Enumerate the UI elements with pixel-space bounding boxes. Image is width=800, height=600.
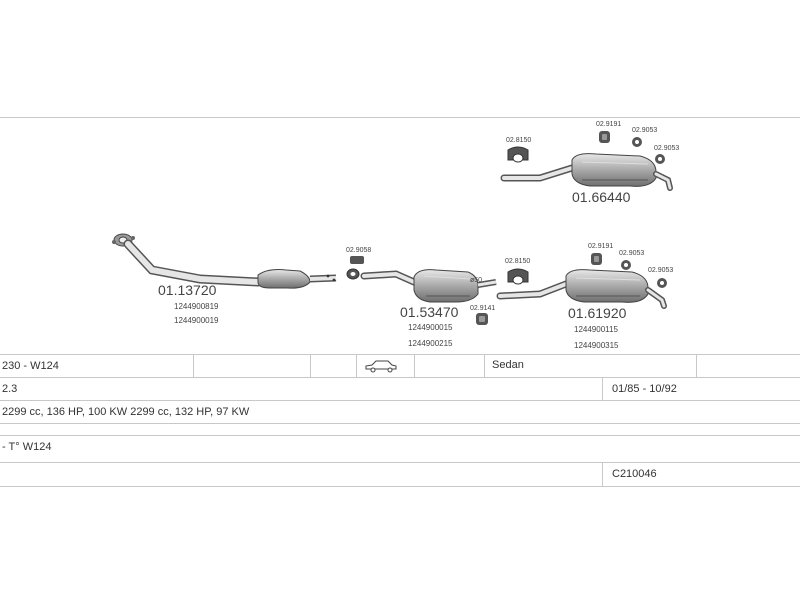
upper-hanger1-code: 02.9191	[596, 121, 621, 128]
upper-clamp-icon	[507, 146, 529, 163]
down-pipe-oem-2: 1244900019	[174, 316, 219, 325]
years-cell: 01/85 - 10/92	[612, 383, 677, 395]
center-hanger-icon	[350, 256, 364, 264]
diagram-top-border	[0, 117, 800, 118]
table-row-model: 230 - W124 Sedan	[0, 354, 800, 378]
upper-clamp-code: 02.8150	[506, 137, 531, 144]
down-pipe-part[interactable]: 01.13720 1244900819 1244900019	[112, 233, 337, 325]
center-diameter: ø50	[470, 277, 482, 284]
center-oem-1: 1244900015	[408, 323, 453, 332]
lower-clamp-icon	[507, 268, 529, 285]
model-cell: 230 - W124	[2, 360, 59, 372]
lower-hanger-icon	[591, 253, 602, 265]
center-part[interactable]: 02.9058 ø50 02.9141 01.53470 1244900015 …	[346, 247, 497, 348]
rear-lower-code: 01.61920	[568, 305, 627, 321]
center-oem-2: 1244900215	[408, 339, 453, 348]
sedan-car-icon	[365, 360, 397, 373]
rear-lower-oem-1: 1244900115	[574, 325, 618, 334]
lower-clamp-code: 02.8150	[505, 258, 530, 265]
table-row-specs: 2299 cc, 136 HP, 100 KW 2299 cc, 132 HP,…	[0, 400, 800, 424]
rear-upper-code: 01.66440	[572, 189, 631, 205]
exhaust-diagram: 01.13720 1244900819 1244900019 02.9058 ø…	[112, 121, 679, 350]
table-row-code: C210046	[0, 462, 800, 487]
catalog-code-cell: C210046	[612, 468, 657, 480]
catalyst-shape-icon	[257, 269, 311, 289]
variant-cell: - T° W124	[2, 441, 52, 453]
upper-muffler-icon	[571, 153, 657, 187]
center-hanger-code: 02.9141	[470, 305, 495, 312]
lower-ring1-icon	[621, 260, 631, 270]
upper-hanger-icon	[599, 131, 610, 143]
lower-ring2-icon	[657, 278, 667, 288]
specs-cell: 2299 cc, 136 HP, 100 KW 2299 cc, 132 HP,…	[2, 406, 250, 418]
center-ring-icon	[346, 268, 360, 280]
center-code: 01.53470	[400, 304, 459, 320]
center-hanger-rubber-icon	[476, 313, 488, 325]
body-type-cell: Sedan	[492, 359, 524, 371]
table-row-spacer	[0, 423, 800, 436]
down-pipe-oem-1: 1244900819	[174, 302, 219, 311]
upper-ring2-code: 02.9053	[654, 145, 679, 152]
table-row-engine: 2.3 01/85 - 10/92	[0, 377, 800, 401]
rear-upper-part[interactable]: 02.8150 02.9191 02.9053 02.9053 01.66	[500, 121, 679, 205]
rear-lower-oem-2: 1244900315	[574, 341, 619, 350]
lower-muffler-icon	[565, 269, 649, 303]
engine-cell: 2.3	[2, 383, 18, 395]
center-ring-code: 02.9058	[346, 247, 371, 254]
lower-hanger1-code: 02.9191	[588, 243, 613, 250]
table-row-variant: - T° W124	[0, 435, 800, 459]
down-pipe-code: 01.13720	[158, 282, 217, 298]
rear-lower-part[interactable]: 02.8150 02.9191 02.9053 02.9053 01.61	[496, 243, 673, 350]
upper-ring2-icon	[655, 154, 665, 164]
upper-ring1-icon	[632, 137, 642, 147]
lower-ring2-code: 02.9053	[648, 267, 673, 274]
upper-ring1-code: 02.9053	[632, 127, 657, 134]
lower-ring1-code: 02.9053	[619, 250, 644, 257]
center-muffler-icon	[413, 269, 479, 303]
